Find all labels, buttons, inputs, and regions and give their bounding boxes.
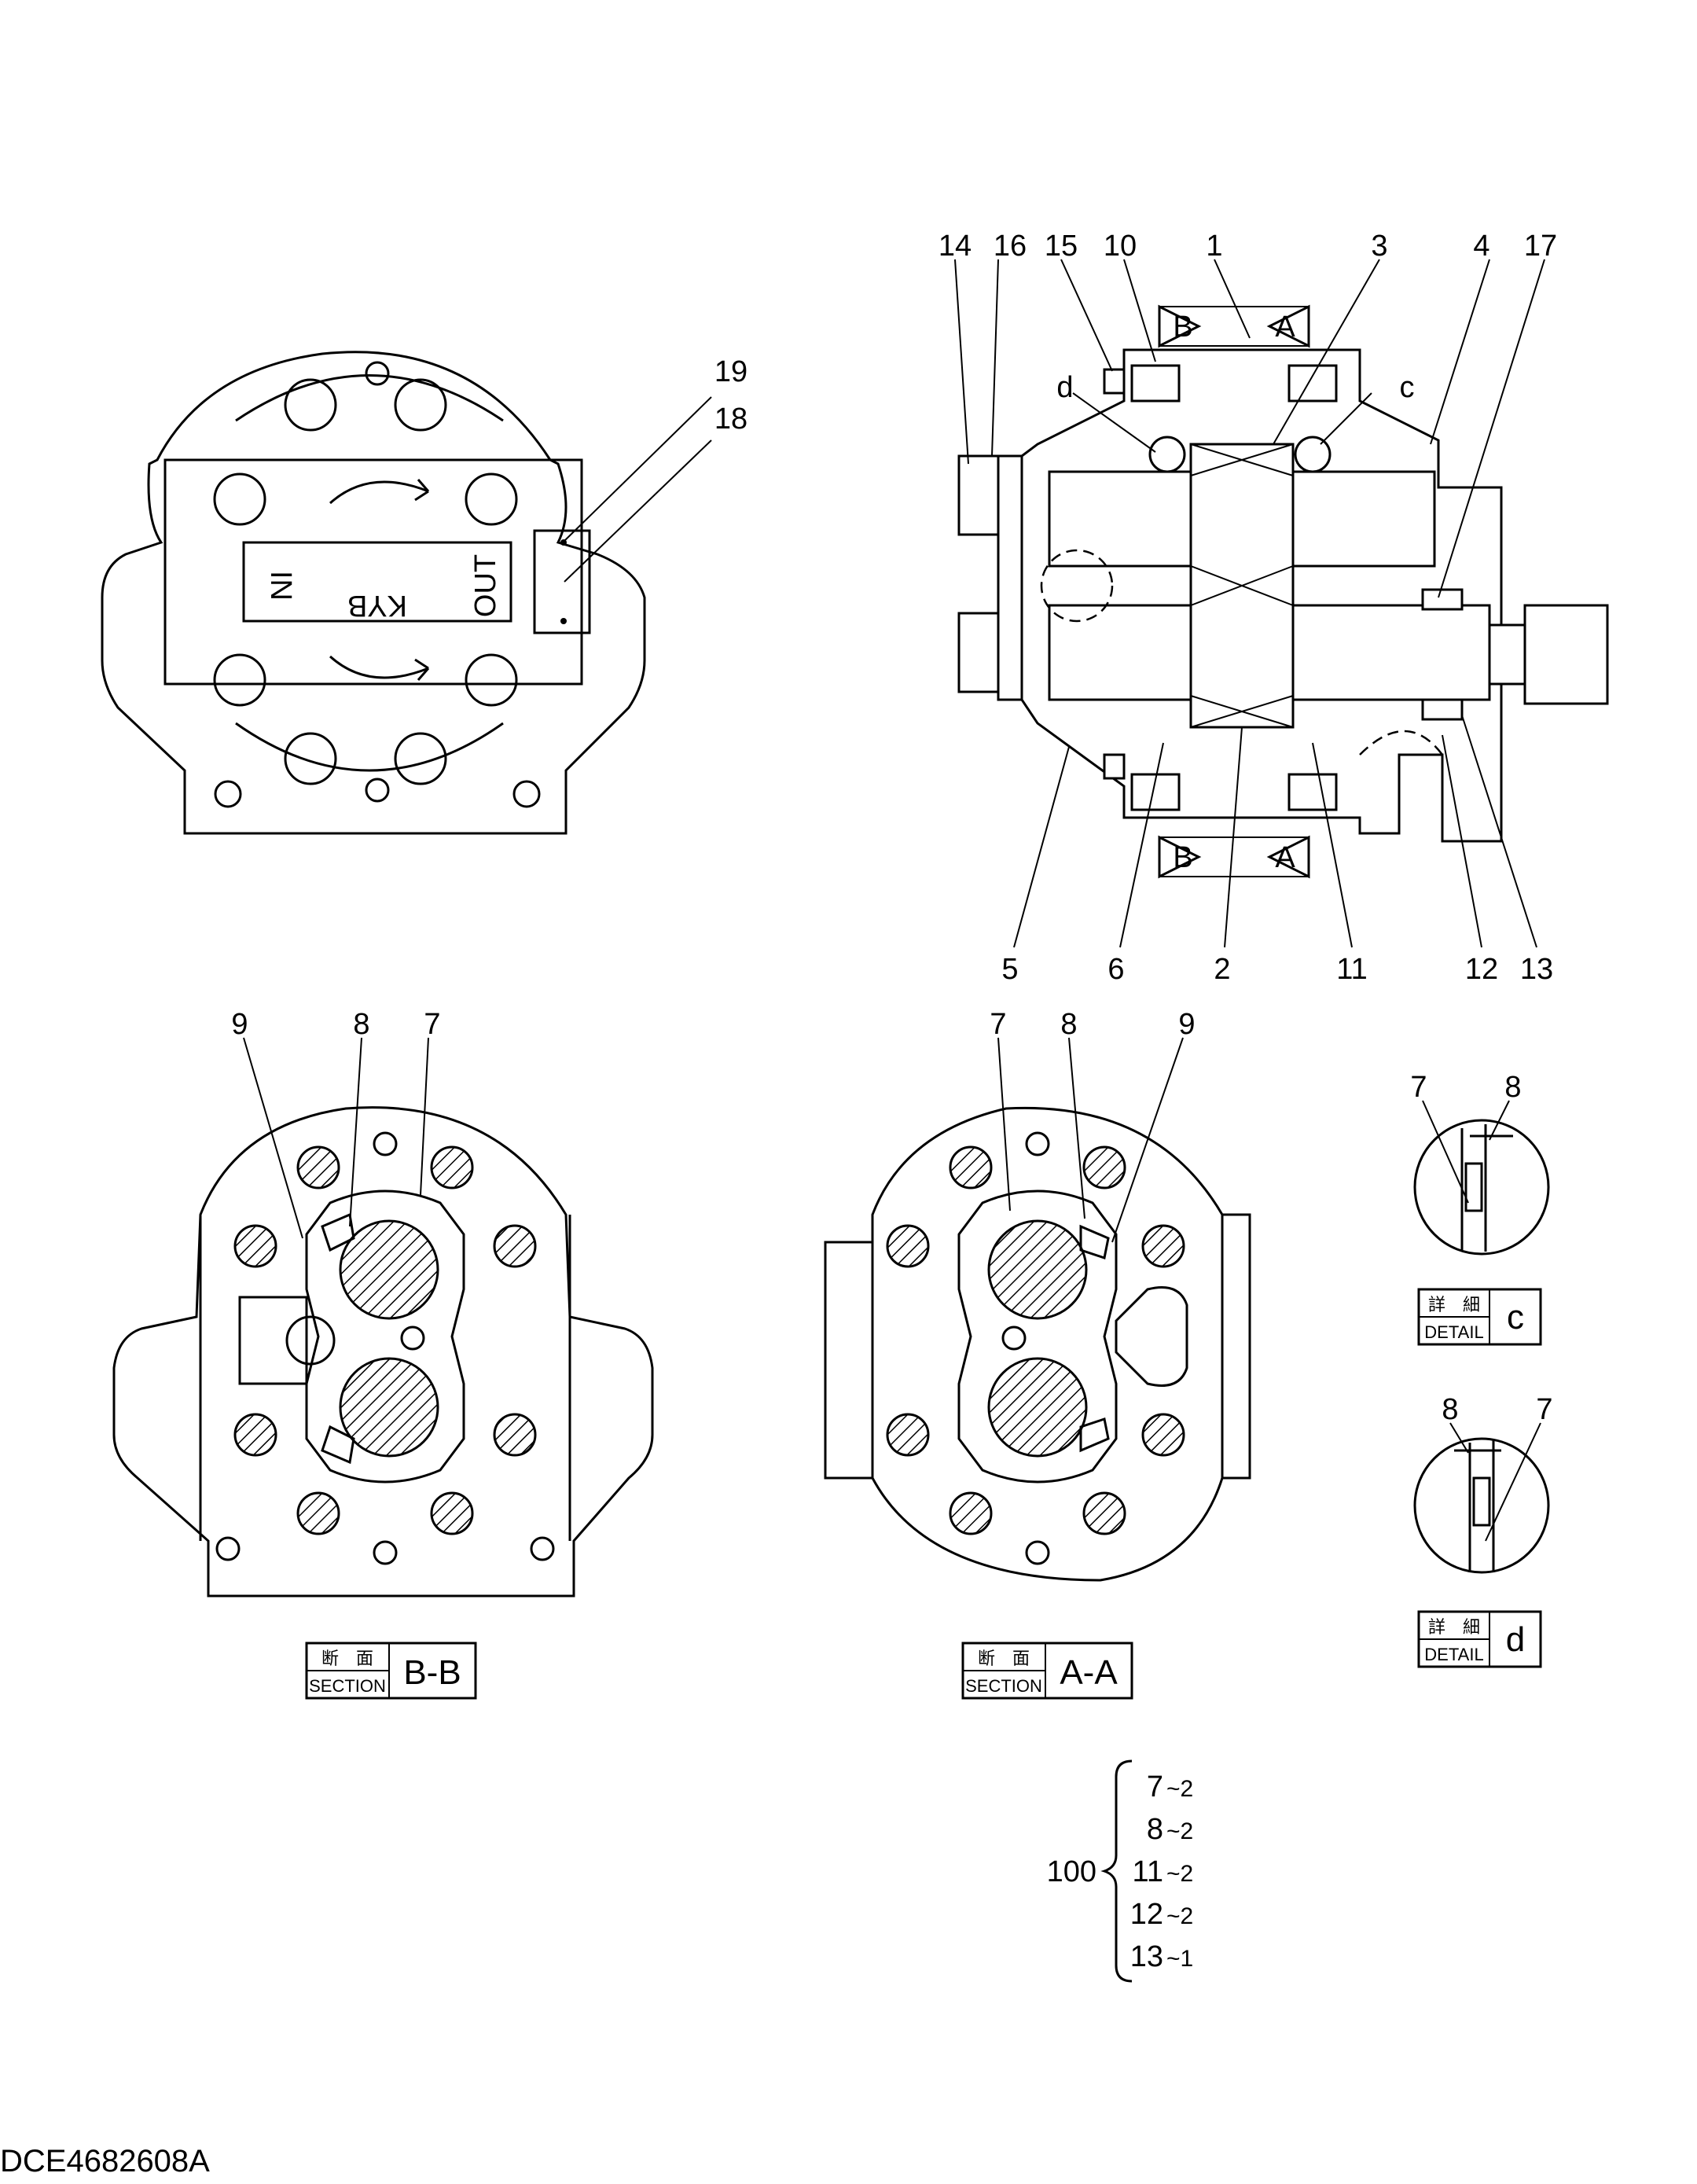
kit-item-qty: ~1: [1166, 1946, 1193, 1972]
detail-d-callout-8: 8: [1442, 1393, 1458, 1426]
section-aa-id: A-A: [1060, 1653, 1118, 1692]
detail-c-callout-7: 7: [1410, 1071, 1427, 1104]
callout-1: 1: [1206, 230, 1222, 263]
detail-d-label: 詳 細 DETAIL d: [1417, 1610, 1542, 1668]
callout-detail-c: c: [1400, 371, 1415, 404]
face-center-marking: KYB: [347, 589, 407, 622]
section-bb-callout-7: 7: [424, 1008, 440, 1041]
callout-4: 4: [1473, 230, 1489, 263]
face-in-marking: IN: [264, 571, 297, 601]
document-id: DCE4682608A: [0, 2144, 210, 2178]
kit-item-qty: ~2: [1166, 1776, 1193, 1802]
section-aa-callout-9: 9: [1178, 1008, 1195, 1041]
detail-c-jp: 詳 細: [1428, 1295, 1480, 1314]
kit-item-3: 12 ~2: [1130, 1898, 1194, 1931]
kit-item-1: 8 ~2: [1147, 1813, 1193, 1846]
detail-d-id: d: [1506, 1620, 1525, 1659]
kit-item-part: 11: [1133, 1855, 1163, 1888]
section-bb-callout-9: 9: [231, 1008, 248, 1041]
callout-2: 2: [1214, 953, 1230, 986]
detail-d-view: [1413, 1422, 1550, 1574]
callout-13: 13: [1520, 953, 1553, 986]
section-aa-label: 断 面 SECTION A-A: [961, 1642, 1133, 1700]
detail-c-en: DETAIL: [1424, 1322, 1483, 1342]
cross-section-callouts: 14 16 15 10 1 3 4 17 d c 5 6 2 11 12 13: [938, 230, 1557, 986]
section-bb-callout-8: 8: [353, 1008, 369, 1041]
detail-c-label: 詳 細 DETAIL c: [1417, 1288, 1542, 1346]
detail-c-id: c: [1507, 1298, 1524, 1337]
kit-item-part: 7: [1147, 1770, 1163, 1803]
callout-16: 16: [994, 230, 1027, 263]
nameplate: [533, 529, 591, 634]
callout-15: 15: [1045, 230, 1078, 263]
section-bb-en: SECTION: [309, 1676, 386, 1696]
callout-3: 3: [1371, 230, 1387, 263]
callout-17: 17: [1524, 230, 1557, 263]
section-bb-id: B-B: [403, 1653, 461, 1692]
kit-item-qty: ~2: [1166, 1861, 1193, 1887]
kit-item-0: 7 ~2: [1147, 1770, 1193, 1803]
kit-item-qty: ~2: [1166, 1903, 1193, 1929]
section-bb-label: 断 面 SECTION B-B: [305, 1642, 477, 1700]
detail-d-jp: 詳 細: [1428, 1617, 1480, 1637]
section-arrow-a-bottom: A: [1275, 841, 1295, 874]
callout-12: 12: [1465, 953, 1498, 986]
pump-face-view: IN OUT KYB: [101, 351, 712, 835]
callout-10: 10: [1104, 230, 1137, 263]
callout-11: 11: [1336, 953, 1367, 986]
callout-19: 19: [714, 355, 747, 388]
section-bb-view: [112, 1106, 654, 1598]
kit-item-4: 13 ~1: [1130, 1940, 1194, 1973]
callout-5: 5: [1001, 953, 1018, 986]
detail-c-view: [1413, 1100, 1550, 1256]
kit-item-qty: ~2: [1166, 1818, 1193, 1844]
kit-item-part: 12: [1130, 1898, 1163, 1931]
cross-section-leaders: [954, 259, 1545, 948]
section-bb-jp: 断 面: [321, 1649, 373, 1668]
section-aa-en: SECTION: [965, 1676, 1042, 1696]
section-aa-view: [824, 1106, 1251, 1582]
section-aa-jp: 断 面: [978, 1649, 1030, 1668]
kit-item-part: 13: [1130, 1940, 1163, 1973]
detail-d-callout-7: 7: [1536, 1393, 1552, 1426]
section-aa-callout-8: 8: [1060, 1008, 1077, 1041]
section-aa-callout-7: 7: [990, 1008, 1006, 1041]
callout-14: 14: [938, 230, 972, 263]
section-arrow-b-top: B: [1173, 311, 1192, 344]
seal-kit-list: 100 7 ~2 8 ~2 11 ~2 12 ~2 13 ~1: [1047, 1759, 1194, 1983]
kit-number: 100: [1047, 1855, 1096, 1888]
callout-detail-d: d: [1056, 371, 1073, 404]
pump-cross-section: [957, 304, 1609, 879]
section-arrow-a-top: A: [1275, 311, 1295, 344]
detail-c-callout-8: 8: [1504, 1071, 1521, 1104]
section-arrow-b-bottom: B: [1173, 841, 1192, 874]
callout-18: 18: [714, 403, 747, 436]
callout-6: 6: [1107, 953, 1124, 986]
face-out-marking: OUT: [469, 554, 502, 617]
kit-item-2: 11 ~2: [1133, 1855, 1194, 1888]
detail-d-en: DETAIL: [1424, 1645, 1483, 1664]
kit-item-part: 8: [1147, 1813, 1163, 1846]
